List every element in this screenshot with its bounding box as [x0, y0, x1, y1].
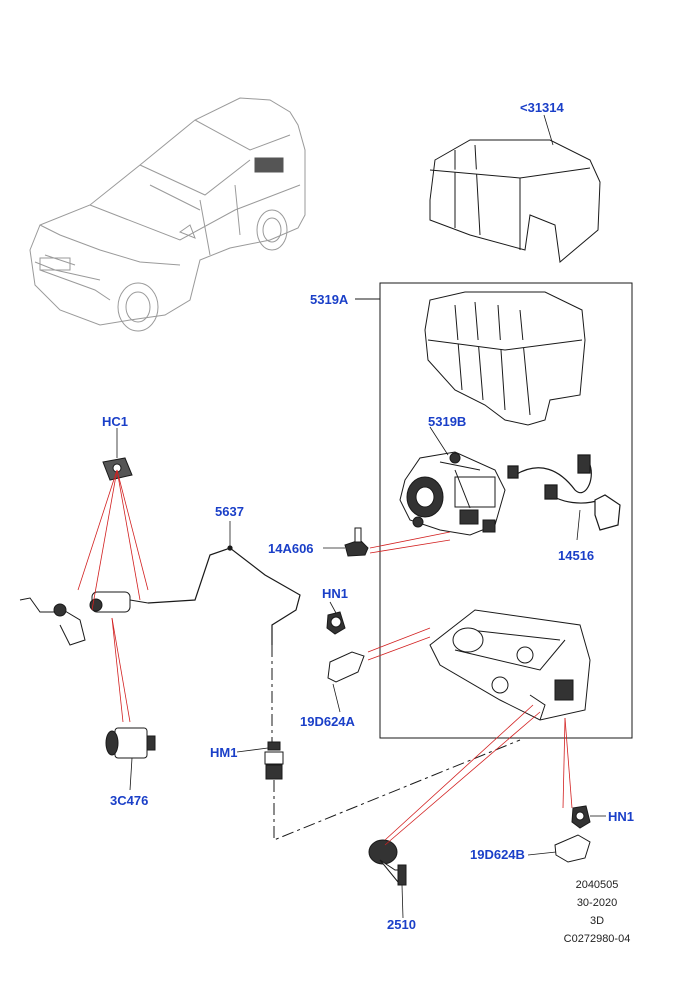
- reference-line-4: C0272980-04: [563, 933, 631, 945]
- engine-cover-part: [430, 140, 600, 262]
- mounting-tray-part: [430, 610, 590, 720]
- valve-part: [369, 840, 406, 885]
- compressor-cover-part: [425, 292, 585, 425]
- callout-hn1-top[interactable]: HN1: [322, 586, 349, 601]
- callout-14516[interactable]: 14516: [558, 548, 595, 563]
- callout-hc1[interactable]: HC1: [102, 414, 129, 429]
- callout-hm1[interactable]: HM1: [210, 745, 238, 760]
- callout-14a606[interactable]: 14A606: [268, 541, 314, 556]
- reference-line-3: 3D: [589, 915, 605, 927]
- callout-5319a[interactable]: 5319A: [310, 292, 349, 307]
- air-compressor-part: [400, 452, 505, 535]
- clip-part: [103, 458, 132, 480]
- kit-frame: [379, 282, 633, 739]
- vehicle-illustration: [29, 97, 306, 332]
- callout-hn1-bottom[interactable]: HN1: [608, 809, 635, 824]
- fitting-part: [265, 742, 283, 779]
- callout-31314[interactable]: <31314: [520, 100, 564, 115]
- callout-5637[interactable]: 5637: [215, 504, 244, 519]
- inline-filter-part: [106, 728, 155, 758]
- callout-19d624a[interactable]: 19D624A: [300, 714, 355, 729]
- callout-19d624b[interactable]: 19D624B: [470, 847, 525, 862]
- bracket-upper-part: [327, 612, 364, 682]
- callout-3c476[interactable]: 3C476: [110, 793, 149, 808]
- callout-2510[interactable]: 2510: [387, 917, 416, 932]
- callout-5319b[interactable]: 5319B: [428, 414, 467, 429]
- filter-assembly-part: [20, 592, 148, 645]
- bracket-lower-part: [555, 806, 590, 862]
- reference-line-2: 30-2020: [576, 897, 618, 909]
- reference-line-1: 2040505: [575, 879, 619, 891]
- leader-lines: [77, 469, 573, 846]
- routing-line: [271, 645, 521, 841]
- sensor-part: [345, 528, 368, 556]
- air-pipe-part: [148, 546, 300, 645]
- wiring-harness-part: [508, 455, 620, 530]
- label-tick-lines: [116, 114, 606, 919]
